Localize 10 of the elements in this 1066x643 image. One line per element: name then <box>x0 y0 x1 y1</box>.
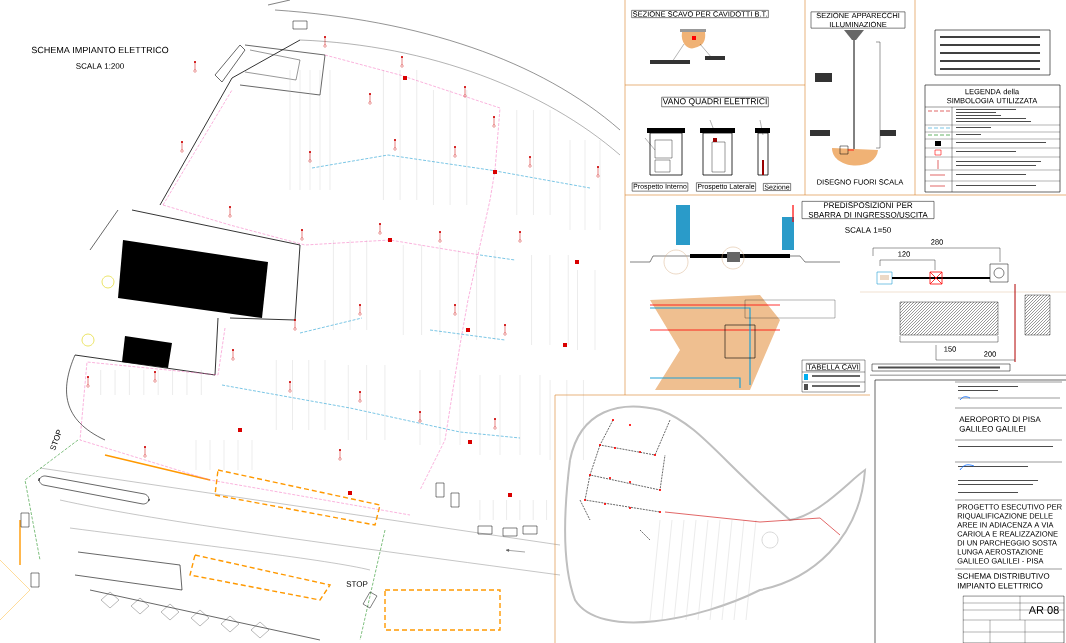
section-title: PREDISPOSIZIONI PER SBARRA DI INGRESSO/USCITA <box>801 201 935 219</box>
scale-text: SCALA 1=50 <box>845 227 891 233</box>
road-marking-text: STOP <box>346 581 368 587</box>
airport-name: AEROPORTO DI PISA GALILEO GALILEI <box>959 416 1041 432</box>
drawing-number: AR 08 <box>1028 606 1059 614</box>
scale-text: SCALA 1:200 <box>76 63 124 69</box>
drawing-title: SCHEMA IMPIANTO ELETTRICO <box>31 46 169 54</box>
section-title: VANO QUADRI ELETTRICI <box>661 97 769 107</box>
drawing-subject: SCHEMA DISTRIBUTIVO IMPIANTO ELETTRICO <box>957 573 1050 589</box>
road-marking-text: STOP <box>50 429 61 451</box>
